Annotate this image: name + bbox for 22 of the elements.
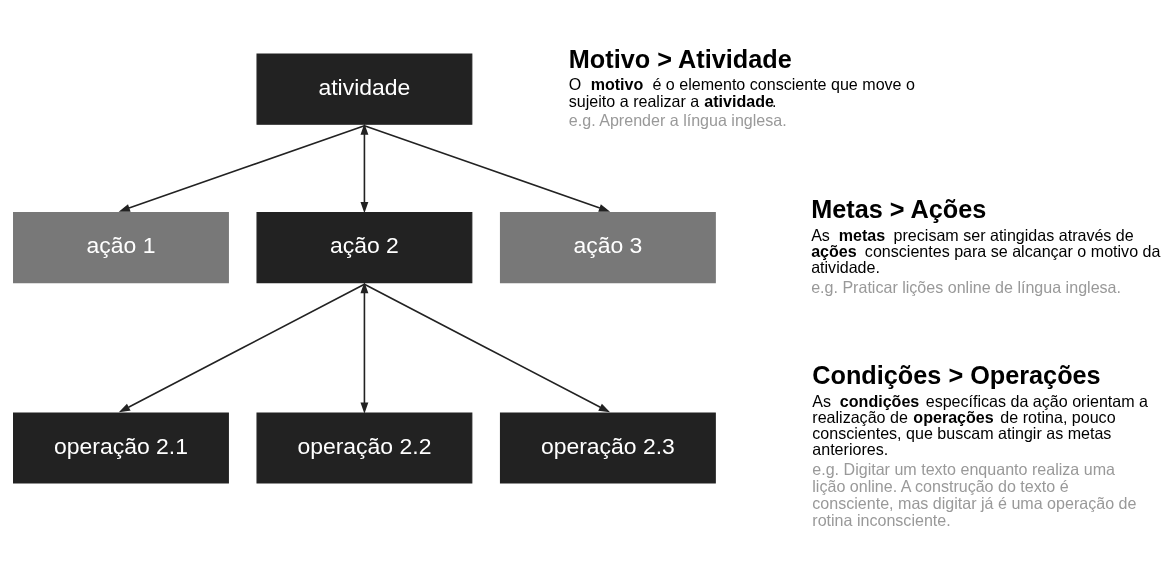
label: e.g. Digitar um texto enquanto realiza uma lição online. A construção do texto é consciente, mas digitar já é uma operação de rotina inconsciente. — [812, 459, 1137, 529]
label: As metas precisam ser atingidas através de ações conscientes para se alcançar o motivo da atividade. — [811, 225, 1161, 276]
label: Condições > Operações — [812, 360, 1101, 389]
node-box: ação 1 — [13, 211, 229, 283]
label: O motivo é o elemento consciente que move o sujeito a realizar a atividade. — [568, 74, 915, 110]
arrow — [360, 281, 369, 414]
node-box: operação 2.3 — [499, 411, 716, 484]
arrow — [360, 122, 369, 213]
label: Motivo > Atividade — [568, 44, 792, 73]
label: Metas > Ações — [811, 194, 987, 223]
node-box: atividade — [256, 53, 473, 125]
arrow — [363, 283, 611, 412]
node-box: operação 2.2 — [256, 411, 473, 484]
label: e.g. Praticar lições online de língua inglesa. — [811, 277, 1121, 296]
node-box: ação 3 — [499, 211, 716, 283]
node-box: ação 2 — [256, 211, 473, 283]
label: As condições específicas da ação orientam a realização de operações de rotina, pouco conscientes, que buscam atingir as metas anteriores. — [812, 391, 1149, 458]
arrow — [118, 283, 366, 412]
arrow — [118, 124, 366, 212]
label: e.g. Aprender a língua inglesa. — [568, 110, 787, 129]
arrow — [363, 124, 611, 212]
node-box: operação 2.1 — [13, 411, 229, 484]
